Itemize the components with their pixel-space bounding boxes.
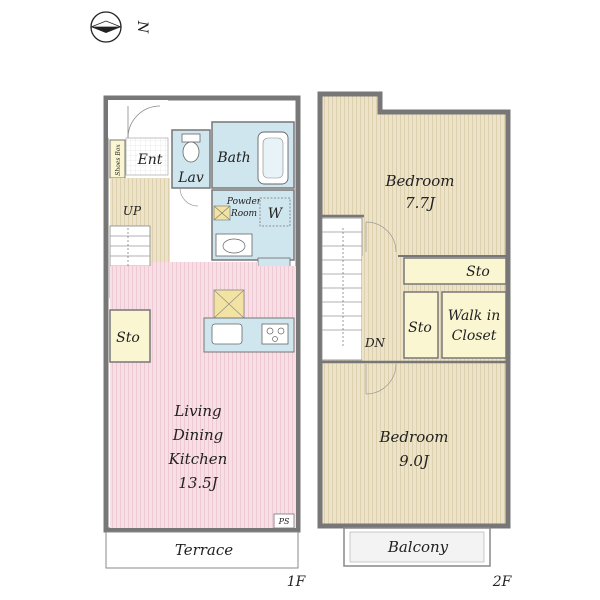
toilet-bowl (182, 141, 200, 163)
walk-in-closet-label-2: Closet (452, 328, 497, 344)
down-label: DN (364, 336, 386, 350)
storage-1f-label: Sto (116, 330, 140, 346)
bedroom1-size: 7.7J (405, 194, 436, 212)
bath-label: Bath (216, 150, 250, 166)
floor1-label: 1F (287, 574, 307, 590)
bedroom2-size: 9.0J (399, 452, 430, 470)
pipe-space-label: PS (278, 517, 290, 526)
walk-in-closet-label-1: Walk in (448, 308, 500, 324)
ldk-size-label: 13.5J (178, 474, 218, 492)
storage-1f (109, 309, 151, 363)
ldk-label-3: Kitchen (168, 450, 228, 468)
toilet-tank (181, 133, 201, 143)
compass-needle-light (90, 20, 122, 28)
terrace (105, 531, 299, 569)
ldk-label-2: Dining (172, 426, 224, 444)
north-label: N (134, 20, 150, 34)
washer-space (259, 197, 291, 227)
floor-2: Bedroom 7.7J DN Sto (317, 91, 513, 590)
ldk-label-1: Living (173, 402, 221, 420)
storage-2f-upper-label: Sto (466, 264, 490, 280)
entrance-label: Ent (137, 152, 163, 168)
lavatory-label: Lav (177, 170, 204, 186)
walk-in-closet (441, 291, 507, 359)
kitchen-stove (261, 323, 289, 345)
washer-label: W (268, 206, 284, 222)
stairs-2f (321, 217, 363, 361)
compass: N (90, 11, 150, 43)
bedroom1-name: Bedroom (385, 172, 455, 190)
bedroom1-door-swing (365, 221, 397, 253)
lav-door-swing (179, 187, 199, 207)
powder-room-label-1: Powder (226, 197, 262, 207)
floor2-label: 2F (492, 574, 513, 590)
hallway-2f (362, 256, 398, 360)
shoes-box-label: Shoes Box (115, 144, 122, 176)
kitchen-sink (211, 323, 243, 345)
up-label: UP (123, 204, 142, 218)
compass-needle-dark (91, 27, 121, 33)
terrace-label: Terrace (175, 541, 233, 559)
storage-2f-lower-label: Sto (408, 320, 432, 336)
entry-door-swing (127, 105, 161, 139)
powder-room-label-2: Room (230, 209, 257, 219)
storage-2f-lower (403, 291, 439, 359)
bedroom2-door-swing (365, 363, 397, 395)
storage-2f-upper (403, 257, 507, 285)
bedroom2-name: Bedroom (379, 428, 449, 446)
entrance-floor (125, 137, 169, 176)
balcony-label: Balcony (387, 538, 449, 556)
floor-1: Ent Shoes Box UP Lav Bath Po (103, 95, 307, 590)
pipe-space (273, 513, 295, 529)
ldk-upper-floor (152, 262, 258, 290)
